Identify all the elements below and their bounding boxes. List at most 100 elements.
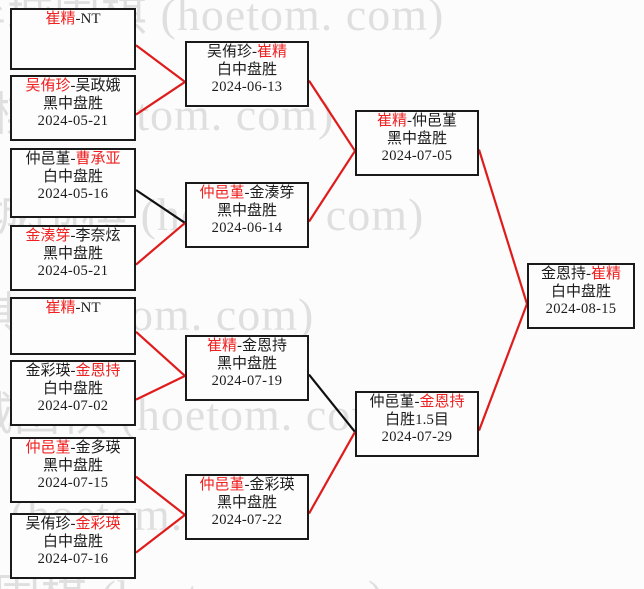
connector-r1m1-to-r2m1 bbox=[135, 44, 186, 83]
player-right: 金恩持 bbox=[242, 338, 288, 354]
connector-r1m3-to-r2m2 bbox=[135, 189, 186, 224]
connector-r2m1-to-r3m1 bbox=[308, 79, 356, 152]
player-left: 崔精 bbox=[206, 338, 237, 354]
player-right: 金恩持 bbox=[75, 363, 121, 379]
player-right: 金彩瑛 bbox=[249, 477, 295, 493]
date-line: 2024-07-16 bbox=[37, 551, 109, 568]
versus-separator: - bbox=[252, 44, 257, 60]
matchup-line: 崔精-金恩持 bbox=[187, 338, 307, 356]
versus-separator: - bbox=[586, 266, 591, 282]
player-left: 仲邑堇 bbox=[25, 440, 71, 456]
player-left: 金彩瑛 bbox=[25, 363, 71, 379]
versus-separator: - bbox=[237, 338, 242, 354]
player-right: NT bbox=[80, 11, 101, 27]
connector-r2m4-to-r3m2 bbox=[308, 431, 356, 515]
player-right: 仲邑堇 bbox=[412, 113, 458, 129]
match-box-r1m5[interactable]: 崔精-NT bbox=[10, 297, 136, 355]
date-line: 2024-07-29 bbox=[381, 429, 453, 446]
date-line: 2024-05-21 bbox=[37, 113, 109, 130]
connector-r2m3-to-r3m2 bbox=[308, 373, 356, 433]
result-line: 白胜1.5目 bbox=[385, 411, 449, 428]
matchup-line: 金湊笌-李奈炫 bbox=[12, 228, 134, 246]
player-right: NT bbox=[80, 300, 101, 316]
player-left: 吴侑珍 bbox=[206, 44, 252, 60]
matchup-line: 仲邑堇-金恩持 bbox=[357, 394, 477, 412]
date-line: 2024-05-21 bbox=[37, 263, 109, 280]
player-left: 仲邑堇 bbox=[369, 394, 415, 410]
versus-separator: - bbox=[70, 151, 76, 167]
connector-r1m6-to-r2m3 bbox=[135, 374, 186, 401]
result-line: 白中盘胜 bbox=[42, 380, 103, 397]
player-left: 仲邑堇 bbox=[199, 477, 245, 493]
result-line: 黑中盘胜 bbox=[216, 355, 277, 372]
matchup-line: 仲邑堇-金多瑛 bbox=[12, 440, 134, 458]
matchup-line: 吴侑珍-金彩瑛 bbox=[12, 516, 134, 534]
versus-separator: - bbox=[244, 185, 250, 201]
player-left: 金恩持 bbox=[540, 266, 586, 282]
result-line: 黑中盘胜 bbox=[42, 245, 103, 262]
player-right: 金彩瑛 bbox=[75, 516, 121, 532]
matchup-line: 金彩瑛-金恩持 bbox=[12, 363, 134, 381]
matchup-line: 崔精-NT bbox=[12, 11, 134, 29]
versus-separator: - bbox=[244, 477, 250, 493]
player-left: 崔精 bbox=[376, 113, 407, 129]
connector-r1m4-to-r2m2 bbox=[135, 222, 186, 266]
player-left: 仲邑堇 bbox=[199, 185, 245, 201]
matchup-line: 仲邑堇-金湊笌 bbox=[187, 185, 307, 203]
result-line: 黑中盘胜 bbox=[216, 202, 277, 219]
player-right: 金恩持 bbox=[419, 394, 465, 410]
versus-separator: - bbox=[414, 394, 420, 410]
player-right: 吴政娥 bbox=[75, 78, 121, 94]
connector-r1m5-to-r2m3 bbox=[135, 330, 186, 377]
date-line: 2024-06-14 bbox=[211, 220, 283, 237]
result-line: 黑中盘胜 bbox=[42, 95, 103, 112]
date-line: 2024-07-15 bbox=[37, 475, 109, 492]
result-line: 黑中盘胜 bbox=[42, 457, 103, 474]
player-right: 崔精 bbox=[257, 44, 288, 60]
matchup-line: 吴侑珍-崔精 bbox=[187, 44, 307, 62]
connector-r3m2-to-r4m1 bbox=[477, 303, 529, 431]
result-line: 黑中盘胜 bbox=[386, 130, 447, 147]
result-line: 白中盘胜 bbox=[42, 168, 103, 185]
connector-r3m1-to-r4m1 bbox=[477, 149, 529, 305]
result-line: 白中盘胜 bbox=[550, 283, 611, 300]
result-line: 白中盘胜 bbox=[216, 61, 277, 78]
player-left: 金湊笌 bbox=[25, 228, 71, 244]
player-left: 崔精 bbox=[45, 11, 76, 27]
versus-separator: - bbox=[70, 440, 76, 456]
date-line: 2024-07-02 bbox=[37, 398, 109, 415]
result-line: 白中盘胜 bbox=[42, 533, 103, 550]
connector-r1m8-to-r2m4 bbox=[135, 514, 186, 554]
versus-separator: - bbox=[70, 228, 76, 244]
matchup-line: 仲邑堇-曹承亚 bbox=[12, 151, 134, 169]
matchup-line: 金恩持-崔精 bbox=[529, 266, 633, 284]
player-left: 吴侑珍 bbox=[25, 516, 71, 532]
player-right: 崔精 bbox=[591, 266, 622, 282]
date-line: 2024-07-19 bbox=[211, 373, 283, 390]
matchup-line: 崔精-仲邑堇 bbox=[357, 113, 477, 131]
match-box-r1m1[interactable]: 崔精-NT bbox=[10, 8, 136, 70]
date-line: 2024-07-22 bbox=[211, 512, 283, 529]
result-line: 黑中盘胜 bbox=[216, 494, 277, 511]
versus-separator: - bbox=[75, 300, 81, 316]
versus-separator: - bbox=[75, 11, 81, 27]
player-right: 曹承亚 bbox=[75, 151, 121, 167]
versus-separator: - bbox=[70, 363, 76, 379]
versus-separator: - bbox=[70, 516, 76, 532]
date-line: 2024-07-05 bbox=[381, 148, 453, 165]
date-line: 2024-08-15 bbox=[545, 301, 617, 318]
